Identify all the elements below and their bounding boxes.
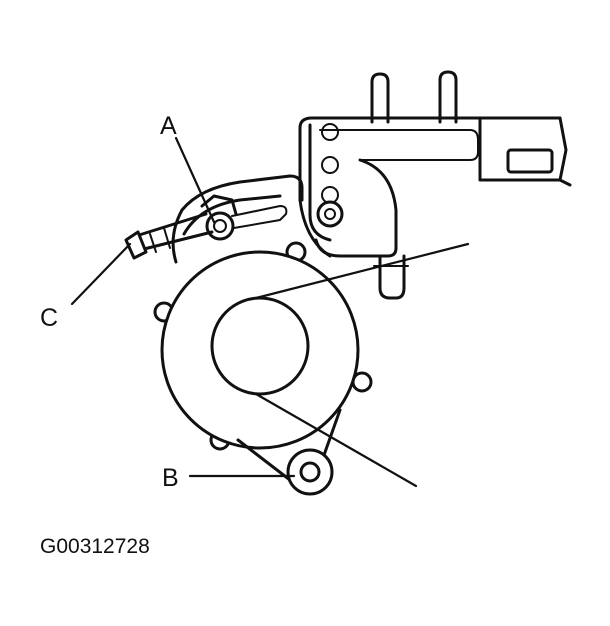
figure-code: G00312728 xyxy=(40,535,150,558)
callout-label-b: B xyxy=(162,464,179,492)
callout-label-a: A xyxy=(160,112,177,140)
callout-label-c: C xyxy=(40,304,58,332)
adjusting-bracket xyxy=(124,174,304,264)
drive-belt xyxy=(254,242,470,488)
leader-line-a xyxy=(174,136,216,224)
pivot-bolt xyxy=(286,448,334,496)
leader-line-c xyxy=(70,242,132,306)
engine-bracket xyxy=(298,70,572,300)
alternator xyxy=(153,241,373,482)
